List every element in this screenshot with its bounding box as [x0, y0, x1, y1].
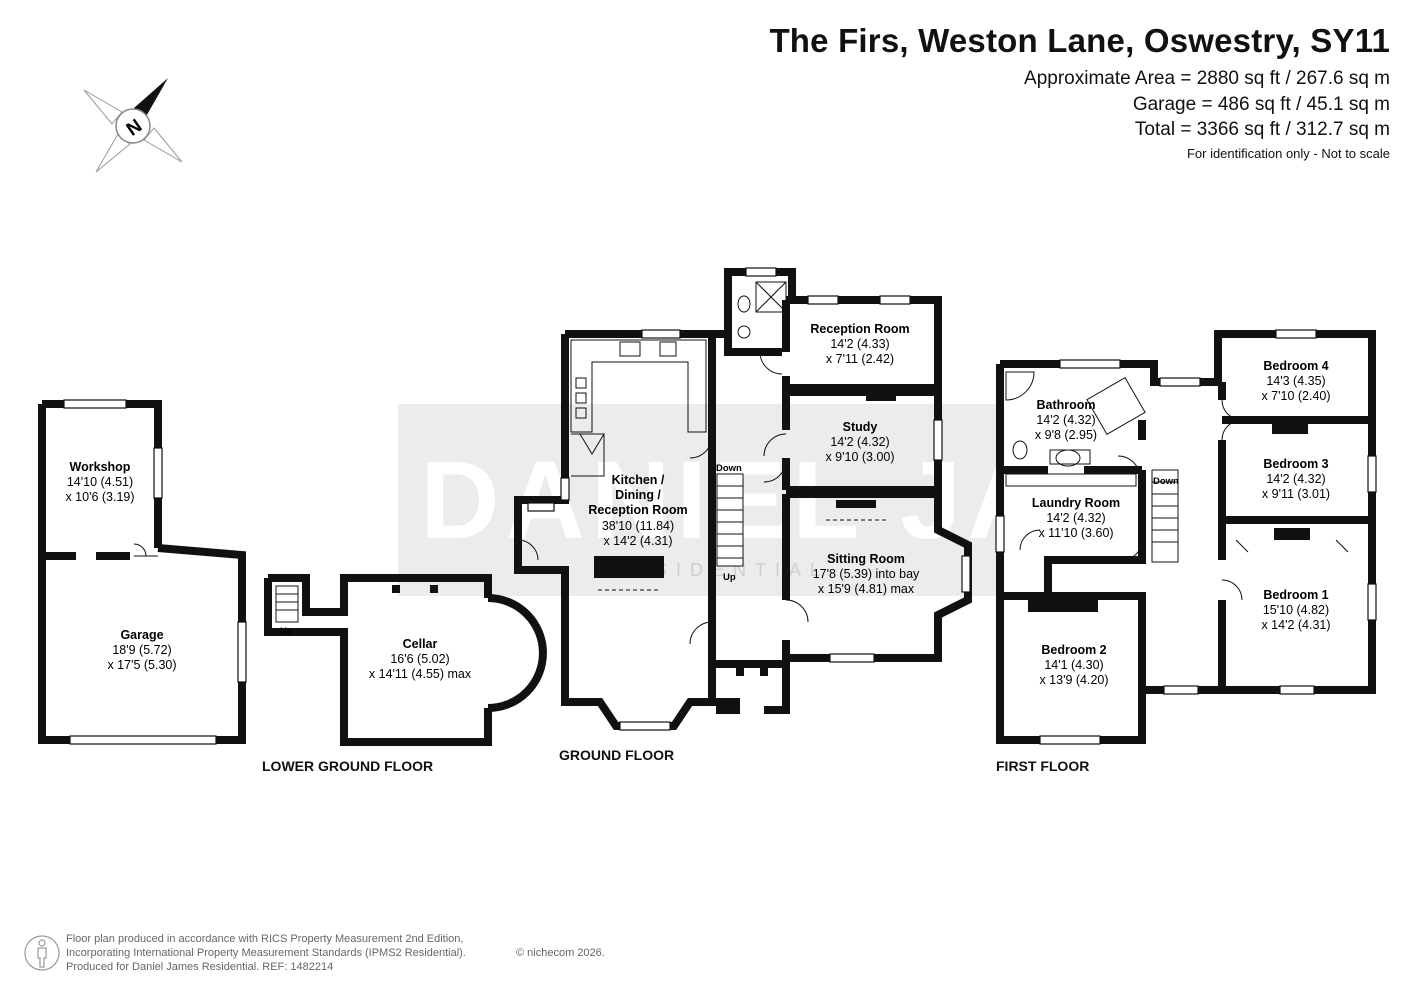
stair-labels: Up Down Up Down [280, 463, 1179, 637]
kitchen-units [570, 339, 707, 477]
workshop-door [133, 543, 158, 557]
area-approx: Approximate Area = 2880 sq ft / 267.6 sq… [1024, 68, 1390, 89]
garage-name: Garage [120, 628, 163, 642]
lower-ground-floor-label: LOWER GROUND FLOOR [262, 758, 434, 774]
ground-stairs-down: Down [716, 463, 742, 474]
area-total: Total = 3366 sq ft / 312.7 sq m [1134, 119, 1390, 140]
ground-stairs-up: Up [723, 572, 736, 583]
first-stairs-down: Down [1153, 476, 1179, 487]
footer-line-2: Incorporating International Property Mea… [66, 947, 466, 959]
reception-dim1: 14'2 (4.33) [830, 337, 889, 351]
person-icon [24, 935, 60, 971]
kitchen-name-3: Reception Room [588, 503, 687, 517]
reception-dim2: x 7'11 (2.42) [826, 352, 894, 366]
bedroom2-dim1: 14'1 (4.30) [1044, 658, 1103, 672]
sitting-name: Sitting Room [827, 552, 905, 566]
study-name: Study [843, 420, 878, 434]
kitchen-name-1: Kitchen / [612, 473, 665, 487]
bedroom4-dim2: x 7'10 (2.40) [1261, 389, 1330, 403]
compass-north-icon: N [83, 78, 183, 173]
kitchen-name-2: Dining / [615, 488, 661, 502]
workshop-dim1: 14'10 (4.51) [67, 475, 133, 489]
laundry-name: Laundry Room [1032, 496, 1120, 510]
bathroom-dim1: 14'2 (4.32) [1036, 413, 1095, 427]
kitchen-dim2: x 14'2 (4.31) [603, 534, 672, 548]
footer-line-3: Produced for Daniel James Residential. R… [66, 961, 334, 973]
garage-windows [63, 399, 247, 745]
laundry-dim1: 14'2 (4.32) [1046, 511, 1105, 525]
ground-stairs [716, 473, 744, 567]
fireplace [594, 556, 664, 578]
ground-doors [517, 351, 809, 645]
garage-dim1: 18'9 (5.72) [112, 643, 171, 657]
sitting-dim1: 17'8 (5.39) into bay [813, 567, 920, 581]
cellar-stairs [275, 585, 299, 623]
bedroom3-dim2: x 9'11 (3.01) [1262, 487, 1330, 501]
bathroom-fittings [1005, 371, 1146, 467]
page-title: The Firs, Weston Lane, Oswestry, SY11 [769, 22, 1390, 59]
ground-floor-windows [527, 267, 971, 731]
garage-dim2: x 17'5 (5.30) [107, 658, 176, 672]
first-floor-doors [1019, 399, 1349, 601]
cellar-dim2: x 14'11 (4.55) max [369, 667, 472, 681]
cellar-stairs-up: Up [280, 626, 293, 637]
cellar-dim1: 16'6 (5.02) [390, 652, 449, 666]
first-floor-label: FIRST FLOOR [996, 758, 1090, 774]
bedroom2-fireplace [1028, 600, 1098, 612]
footer-copyright: © nichecom 2026. [516, 947, 605, 959]
first-floor-windows [995, 329, 1377, 745]
bedroom2-dim2: x 13'9 (4.20) [1039, 673, 1108, 687]
kitchen-dim1: 38'10 (11.84) [602, 519, 674, 533]
reception-name: Reception Room [810, 322, 909, 336]
room-labels: Workshop 14'10 (4.51) x 10'6 (3.19) Gara… [65, 322, 1330, 687]
bedroom2-name: Bedroom 2 [1041, 643, 1106, 657]
sitting-dim2: x 15'9 (4.81) max [818, 582, 915, 596]
study-dim2: x 9'10 (3.00) [825, 450, 894, 464]
bedroom3-dim1: 14'2 (4.32) [1266, 472, 1325, 486]
bedroom4-name: Bedroom 4 [1263, 359, 1328, 373]
laundry-fittings [1005, 473, 1137, 487]
area-garage: Garage = 486 sq ft / 45.1 sq m [1132, 94, 1390, 115]
bedroom1-name: Bedroom 1 [1263, 588, 1328, 602]
bathroom-name: Bathroom [1036, 398, 1095, 412]
bedroom4-dim1: 14'3 (4.35) [1266, 374, 1325, 388]
workshop-name: Workshop [70, 460, 131, 474]
bedroom3-name: Bedroom 3 [1263, 457, 1328, 471]
first-floor-stairs [1151, 469, 1179, 563]
disclaimer-note: For identification only - Not to scale [1186, 146, 1390, 161]
bathroom-dim2: x 9'8 (2.95) [1035, 428, 1097, 442]
footer-line-1: Floor plan produced in accordance with R… [66, 933, 464, 945]
ground-floor-label: GROUND FLOOR [559, 747, 675, 763]
cellar-building [264, 574, 547, 746]
study-dim1: 14'2 (4.32) [830, 435, 889, 449]
laundry-dim2: x 11'10 (3.60) [1038, 526, 1113, 540]
bedroom1-dim2: x 14'2 (4.31) [1261, 618, 1330, 632]
bedroom1-dim1: 15'10 (4.82) [1263, 603, 1329, 617]
workshop-dim2: x 10'6 (3.19) [65, 490, 134, 504]
garage-building [38, 400, 246, 744]
watermark-tagline: RESIDENTIAL [612, 560, 829, 580]
cellar-name: Cellar [403, 637, 438, 651]
shower-room-fittings [737, 281, 787, 339]
